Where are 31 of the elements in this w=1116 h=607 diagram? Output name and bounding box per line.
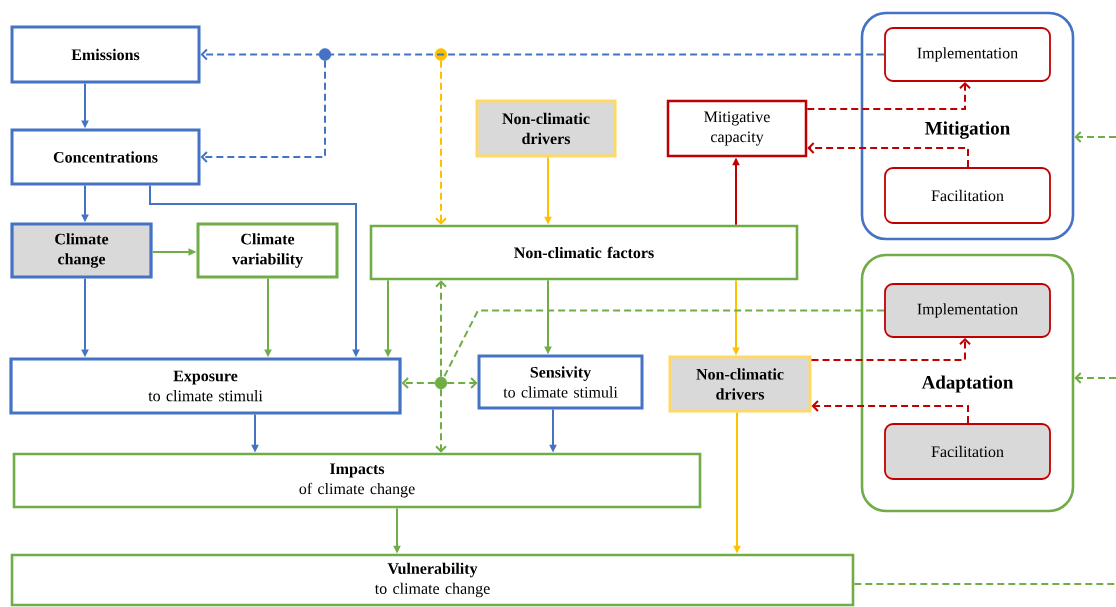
arrow [806,81,971,110]
process-box: Facilitation [884,167,1051,224]
arrow [435,280,447,378]
process-box: Concentrations [10,128,201,186]
process-box: Non-climatic factors [369,224,799,281]
process-box: Non-climatic drivers [475,99,617,158]
process-box: Emissions [10,25,201,84]
process-box: Climate change [10,222,153,279]
arrow [435,59,447,225]
process-box: Facilitation [884,423,1051,480]
process-box: Exposure to climate stimuli [9,357,402,415]
arrow [446,377,478,389]
connector-line [442,309,886,379]
arrow [811,400,969,425]
arrow [807,142,969,169]
arrow [1074,131,1116,143]
process-box: Sensivity to climate stimuli [477,354,644,410]
arrow [200,48,886,61]
process-box: Mitigative capacity [666,99,808,158]
process-box: Vulnerability to climate change [10,553,855,607]
arrow [1074,372,1116,384]
arrow [401,377,436,389]
arrow [810,337,971,361]
connector-line [853,583,1116,585]
process-box: Implementation [884,283,1051,338]
process-box: Non-climatic drivers [668,355,812,413]
process-box: Climate variability [196,222,339,279]
arrow [435,388,447,453]
arrow [200,59,326,163]
process-box: Impacts of climate change [12,452,702,509]
process-box: Implementation [884,27,1051,82]
